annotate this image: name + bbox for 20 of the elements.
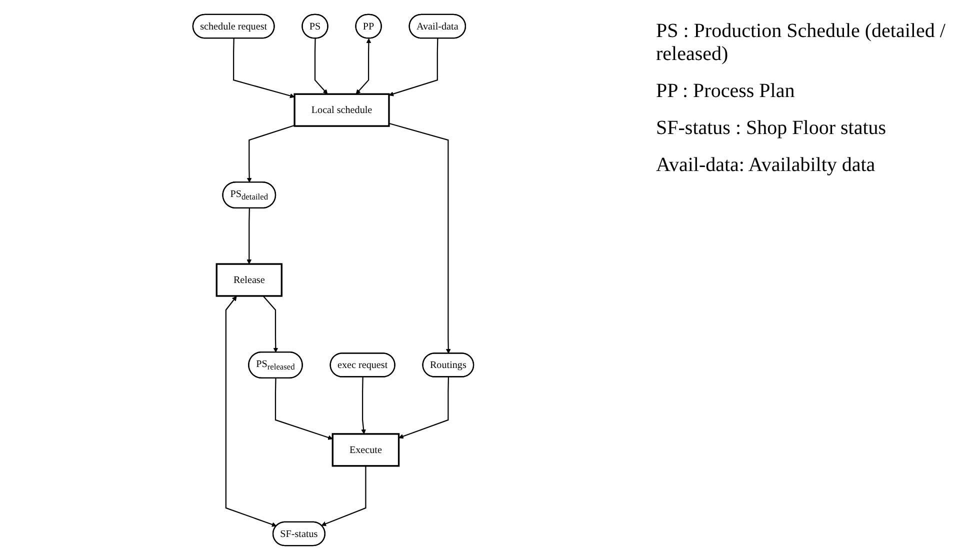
arrow: [388, 122, 451, 354]
arrow: [262, 296, 278, 353]
abbreviation-note: PP : Process Plan: [656, 80, 796, 103]
abbreviation-note: SF-status : Shop Floor status: [656, 117, 888, 140]
node-box: Release: [216, 263, 282, 297]
arrow: [320, 466, 366, 526]
abbreviation-note: PS : Production Schedule (detailed / released): [656, 20, 946, 66]
arrow: [225, 296, 276, 527]
arrow: [388, 38, 438, 96]
arrow: [246, 124, 294, 183]
arrow: [356, 38, 371, 94]
arrow: [398, 377, 449, 439]
arrow: [314, 38, 328, 94]
arrow: [360, 377, 366, 434]
node-box: Execute: [332, 433, 400, 467]
node-box: Local schedule: [293, 93, 390, 127]
arrow: [246, 208, 252, 264]
arrow: [274, 378, 333, 440]
arrow: [232, 38, 295, 98]
abbreviation-note: Avail-data: Availabilty data: [656, 154, 876, 177]
